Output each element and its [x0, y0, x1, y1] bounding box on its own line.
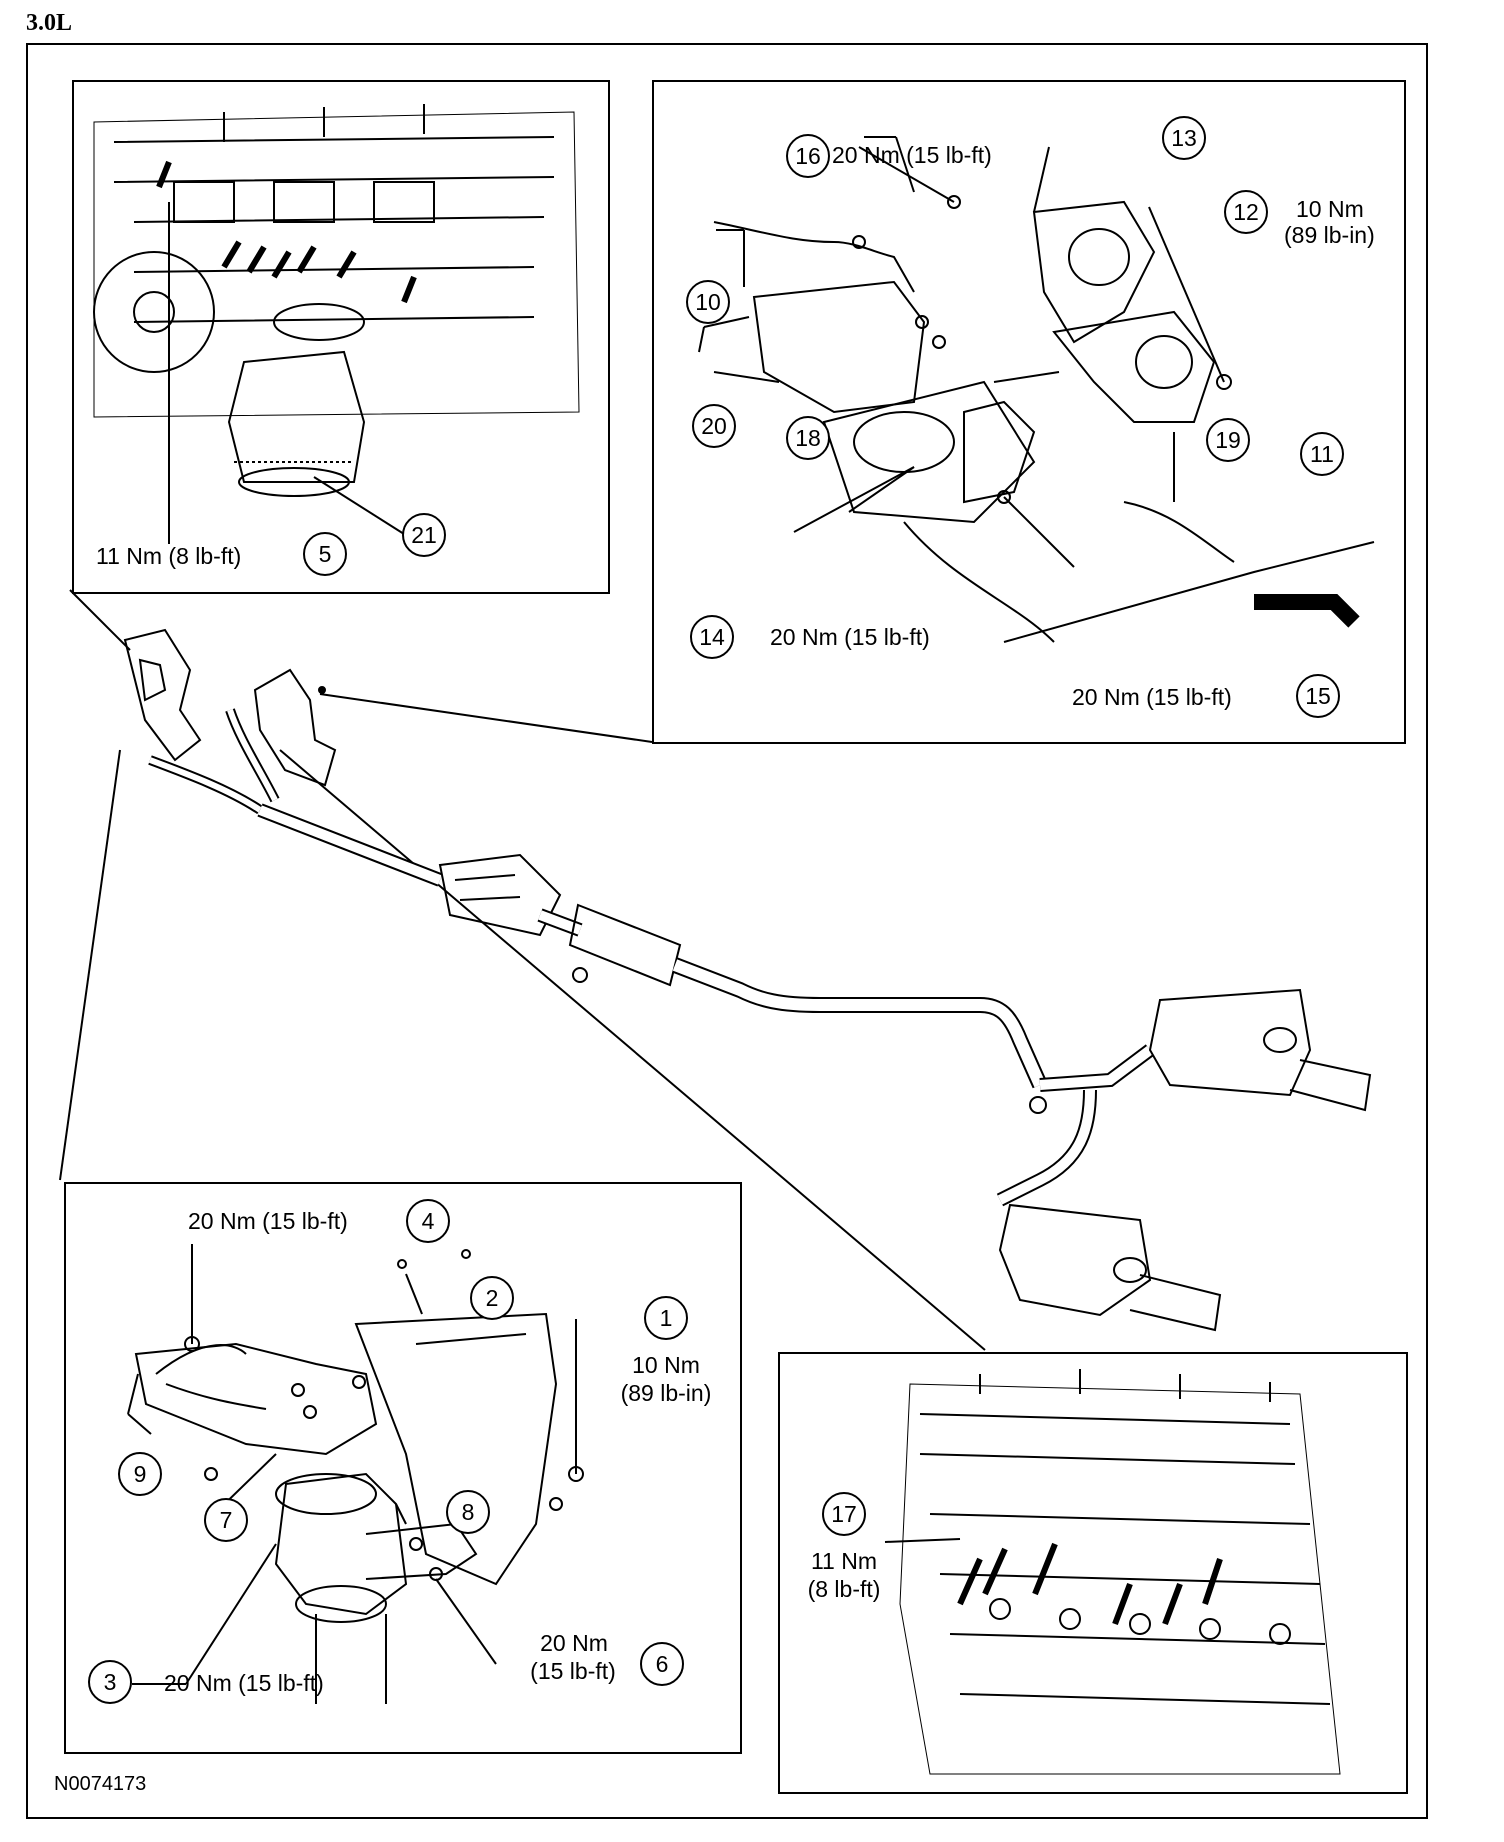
callout-11: 11: [1300, 432, 1344, 476]
callout-13: 13: [1162, 116, 1206, 160]
torque-label-3: 20 Nm (15 lb-ft): [164, 1670, 324, 1696]
leader-top-left: [69, 589, 131, 651]
torque-label-4: 20 Nm (15 lb-ft): [188, 1208, 348, 1234]
torque-label-15: 20 Nm (15 lb-ft): [1072, 684, 1232, 710]
callout-14: 14: [690, 615, 734, 659]
callout-2: 2: [470, 1276, 514, 1320]
callout-10: 10: [686, 280, 730, 324]
left-manifold-illustration: [127, 1244, 584, 1704]
callout-21: 21: [402, 513, 446, 557]
right-manifold-shape: [253, 668, 337, 787]
inset-top-right: [652, 80, 1406, 744]
engine-block-right-illustration: [884, 1369, 1341, 1775]
torque-label-12-nm: 10 Nm: [1296, 196, 1364, 222]
callout-12: 12: [1224, 190, 1268, 234]
figure-id: N0074173: [54, 1773, 147, 1795]
inset-bottom-right: [778, 1352, 1408, 1794]
callout-16: 16: [786, 134, 830, 178]
callout-1: 1: [644, 1296, 688, 1340]
inset-bottom-left: [64, 1182, 742, 1754]
leader-bottom-right: [279, 749, 986, 1351]
torque-label-14: 20 Nm (15 lb-ft): [770, 624, 930, 650]
callout-19: 19: [1206, 418, 1250, 462]
callout-6: 6: [640, 1642, 684, 1686]
torque-label-1-imperial: (89 lb-in): [620, 1380, 712, 1406]
diagram-frame: [26, 43, 1428, 1819]
callout-5: 5: [303, 532, 347, 576]
engine-block-left-illustration: [93, 104, 580, 544]
torque-label-6-nm: 20 Nm: [540, 1630, 608, 1656]
callout-20: 20: [692, 404, 736, 448]
leader-bottom-left: [59, 749, 121, 1181]
torque-label-1-nm: 10 Nm: [632, 1352, 700, 1378]
right-manifold-illustration: [698, 136, 1375, 643]
upper-muffler-shape: [1148, 988, 1312, 1097]
torque-label-12-imperial: (89 lb-in): [1284, 222, 1375, 248]
callout-8: 8: [446, 1490, 490, 1534]
torque-label-17-imperial: (8 lb-ft): [807, 1576, 881, 1602]
lower-muffler-shape: [998, 1203, 1152, 1317]
engine-label: 3.0L: [26, 10, 73, 36]
leader-top-right: [319, 693, 653, 743]
callout-9: 9: [118, 1452, 162, 1496]
callout-7: 7: [204, 1498, 248, 1542]
inset-top-left: [72, 80, 610, 594]
callout-3: 3: [88, 1660, 132, 1704]
resonator-shape: [568, 903, 682, 987]
callout-17: 17: [822, 1492, 866, 1536]
torque-label-16: 20 Nm (15 lb-ft): [832, 142, 992, 168]
callout-15: 15: [1296, 674, 1340, 718]
left-manifold-shape: [123, 628, 202, 762]
callout-4: 4: [406, 1199, 450, 1243]
torque-label-5: 11 Nm (8 lb-ft): [96, 543, 242, 569]
torque-label-6-imperial: (15 lb-ft): [530, 1658, 616, 1684]
oil-filter-shape: [227, 350, 366, 483]
callout-18: 18: [786, 416, 830, 460]
torque-label-17-nm: 11 Nm: [810, 1548, 878, 1574]
